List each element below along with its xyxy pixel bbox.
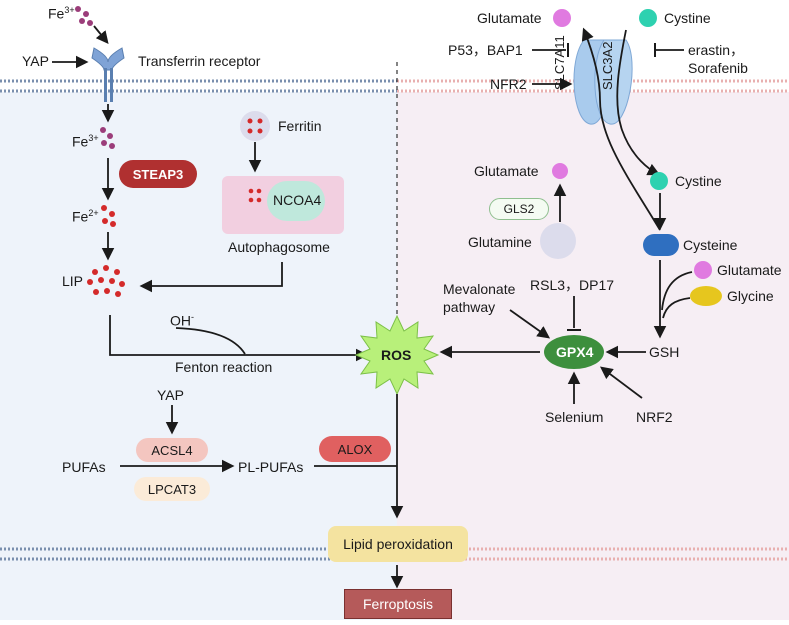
cystine-mid-label: Cystine [675, 173, 722, 189]
slc3a2-label: SLC3A2 [600, 41, 615, 90]
glutamate-top-label: Glutamate [477, 10, 542, 26]
glycine-shape [690, 286, 722, 306]
glutamate-right-label: Glutamate [717, 262, 782, 278]
arrow-nrf2-to-gpx4 [599, 366, 643, 399]
acsl4-enzyme: ACSL4 [136, 438, 208, 462]
ros-label: ROS [381, 347, 412, 363]
pl-pufas-label: PL-PUFAs [238, 459, 304, 475]
transferrin-receptor-label: Transferrin receptor [138, 53, 261, 69]
fe2-dots [101, 205, 116, 227]
cystine-top-dot [639, 9, 657, 27]
fenton-reaction-label: Fenton reaction [175, 359, 273, 375]
mevalonate-label: Mevalonate [443, 281, 516, 297]
gpx4-label: GPX4 [556, 344, 594, 360]
steap3-enzyme: STEAP3 [119, 160, 197, 188]
ferroptosis-box: Ferroptosis [344, 589, 452, 619]
yap-top-label: YAP [22, 53, 49, 69]
ncoa4-shape [267, 181, 325, 221]
glutamate-mid-label: Glutamate [474, 163, 539, 179]
pathway-label: pathway [443, 299, 496, 315]
curve-glycine-in [662, 297, 691, 319]
arrow-lip-to-ros [109, 315, 369, 362]
fe3-top-dots [75, 6, 93, 26]
pufas-label: PUFAs [62, 459, 106, 475]
nfr2-top-label: NFR2 [490, 76, 527, 92]
p53-bap1-label: P53，BAP1 [448, 42, 523, 58]
glutamate-mid-dot [552, 163, 568, 179]
lpcat3-enzyme: LPCAT3 [134, 477, 210, 501]
glutamate-top-dot [553, 9, 571, 27]
arrow-cystine-in [616, 29, 661, 176]
cysteine-shape [643, 234, 679, 256]
selenium-label: Selenium [545, 409, 604, 425]
autophagosome-ferritin-icon [242, 183, 268, 209]
cystine-top-label: Cystine [664, 10, 711, 26]
arrow-fe3-to-receptor [93, 25, 109, 44]
glutamine-label: Glutamine [468, 234, 532, 250]
yap-mid-label: YAP [157, 387, 184, 403]
sorafenib-label: Sorafenib [688, 60, 748, 76]
lip-label: LIP [62, 273, 84, 289]
arrow-glutamate-out [581, 27, 661, 231]
gpx4-shape [544, 335, 604, 369]
slc7a11-label: SLC7A11 [552, 35, 567, 90]
cystine-mid-dot [650, 172, 668, 190]
arrow-autophagosome-to-lip [139, 262, 283, 293]
oh-label: OH- [170, 312, 194, 329]
gls2-enzyme: GLS2 [489, 198, 549, 220]
autophagosome-label: Autophagosome [228, 239, 330, 255]
membrane-top [0, 79, 789, 93]
ferritin-iron-dots [247, 118, 263, 134]
ferritin-icon [240, 111, 270, 141]
fe3-inner-label: Fe3+ [72, 133, 99, 150]
rsl3-dp17-label: RSL3，DP17 [530, 277, 615, 293]
alox-enzyme: ALOX [319, 436, 391, 462]
oh-curve [175, 327, 246, 355]
nrf2-bottom-label: NRF2 [636, 409, 673, 425]
lip-dots [87, 265, 125, 297]
ncoa4-label: NCOA4 [273, 192, 322, 208]
curve-glutamate-in [661, 271, 693, 311]
fe2-label: Fe2+ [72, 208, 99, 225]
cysteine-label: Cysteine [683, 237, 738, 253]
arrow-mevalonate-to-gpx4 [509, 309, 551, 339]
glycine-label: Glycine [727, 288, 774, 304]
transferrin-receptor-icon [91, 47, 125, 102]
fe3-inner-dots [100, 127, 115, 149]
glutamate-right-dot [694, 261, 712, 279]
erastin-label: erastin， [688, 42, 745, 58]
fe3-top-label: Fe3+ [48, 5, 75, 22]
lipid-peroxidation-box: Lipid peroxidation [328, 526, 468, 562]
gsh-label: GSH [649, 344, 680, 360]
glutamine-dot [540, 223, 576, 259]
slc-transporter-icon [573, 39, 633, 125]
autophagosome-iron-dots [248, 188, 262, 203]
ferritin-label: Ferritin [278, 118, 322, 134]
